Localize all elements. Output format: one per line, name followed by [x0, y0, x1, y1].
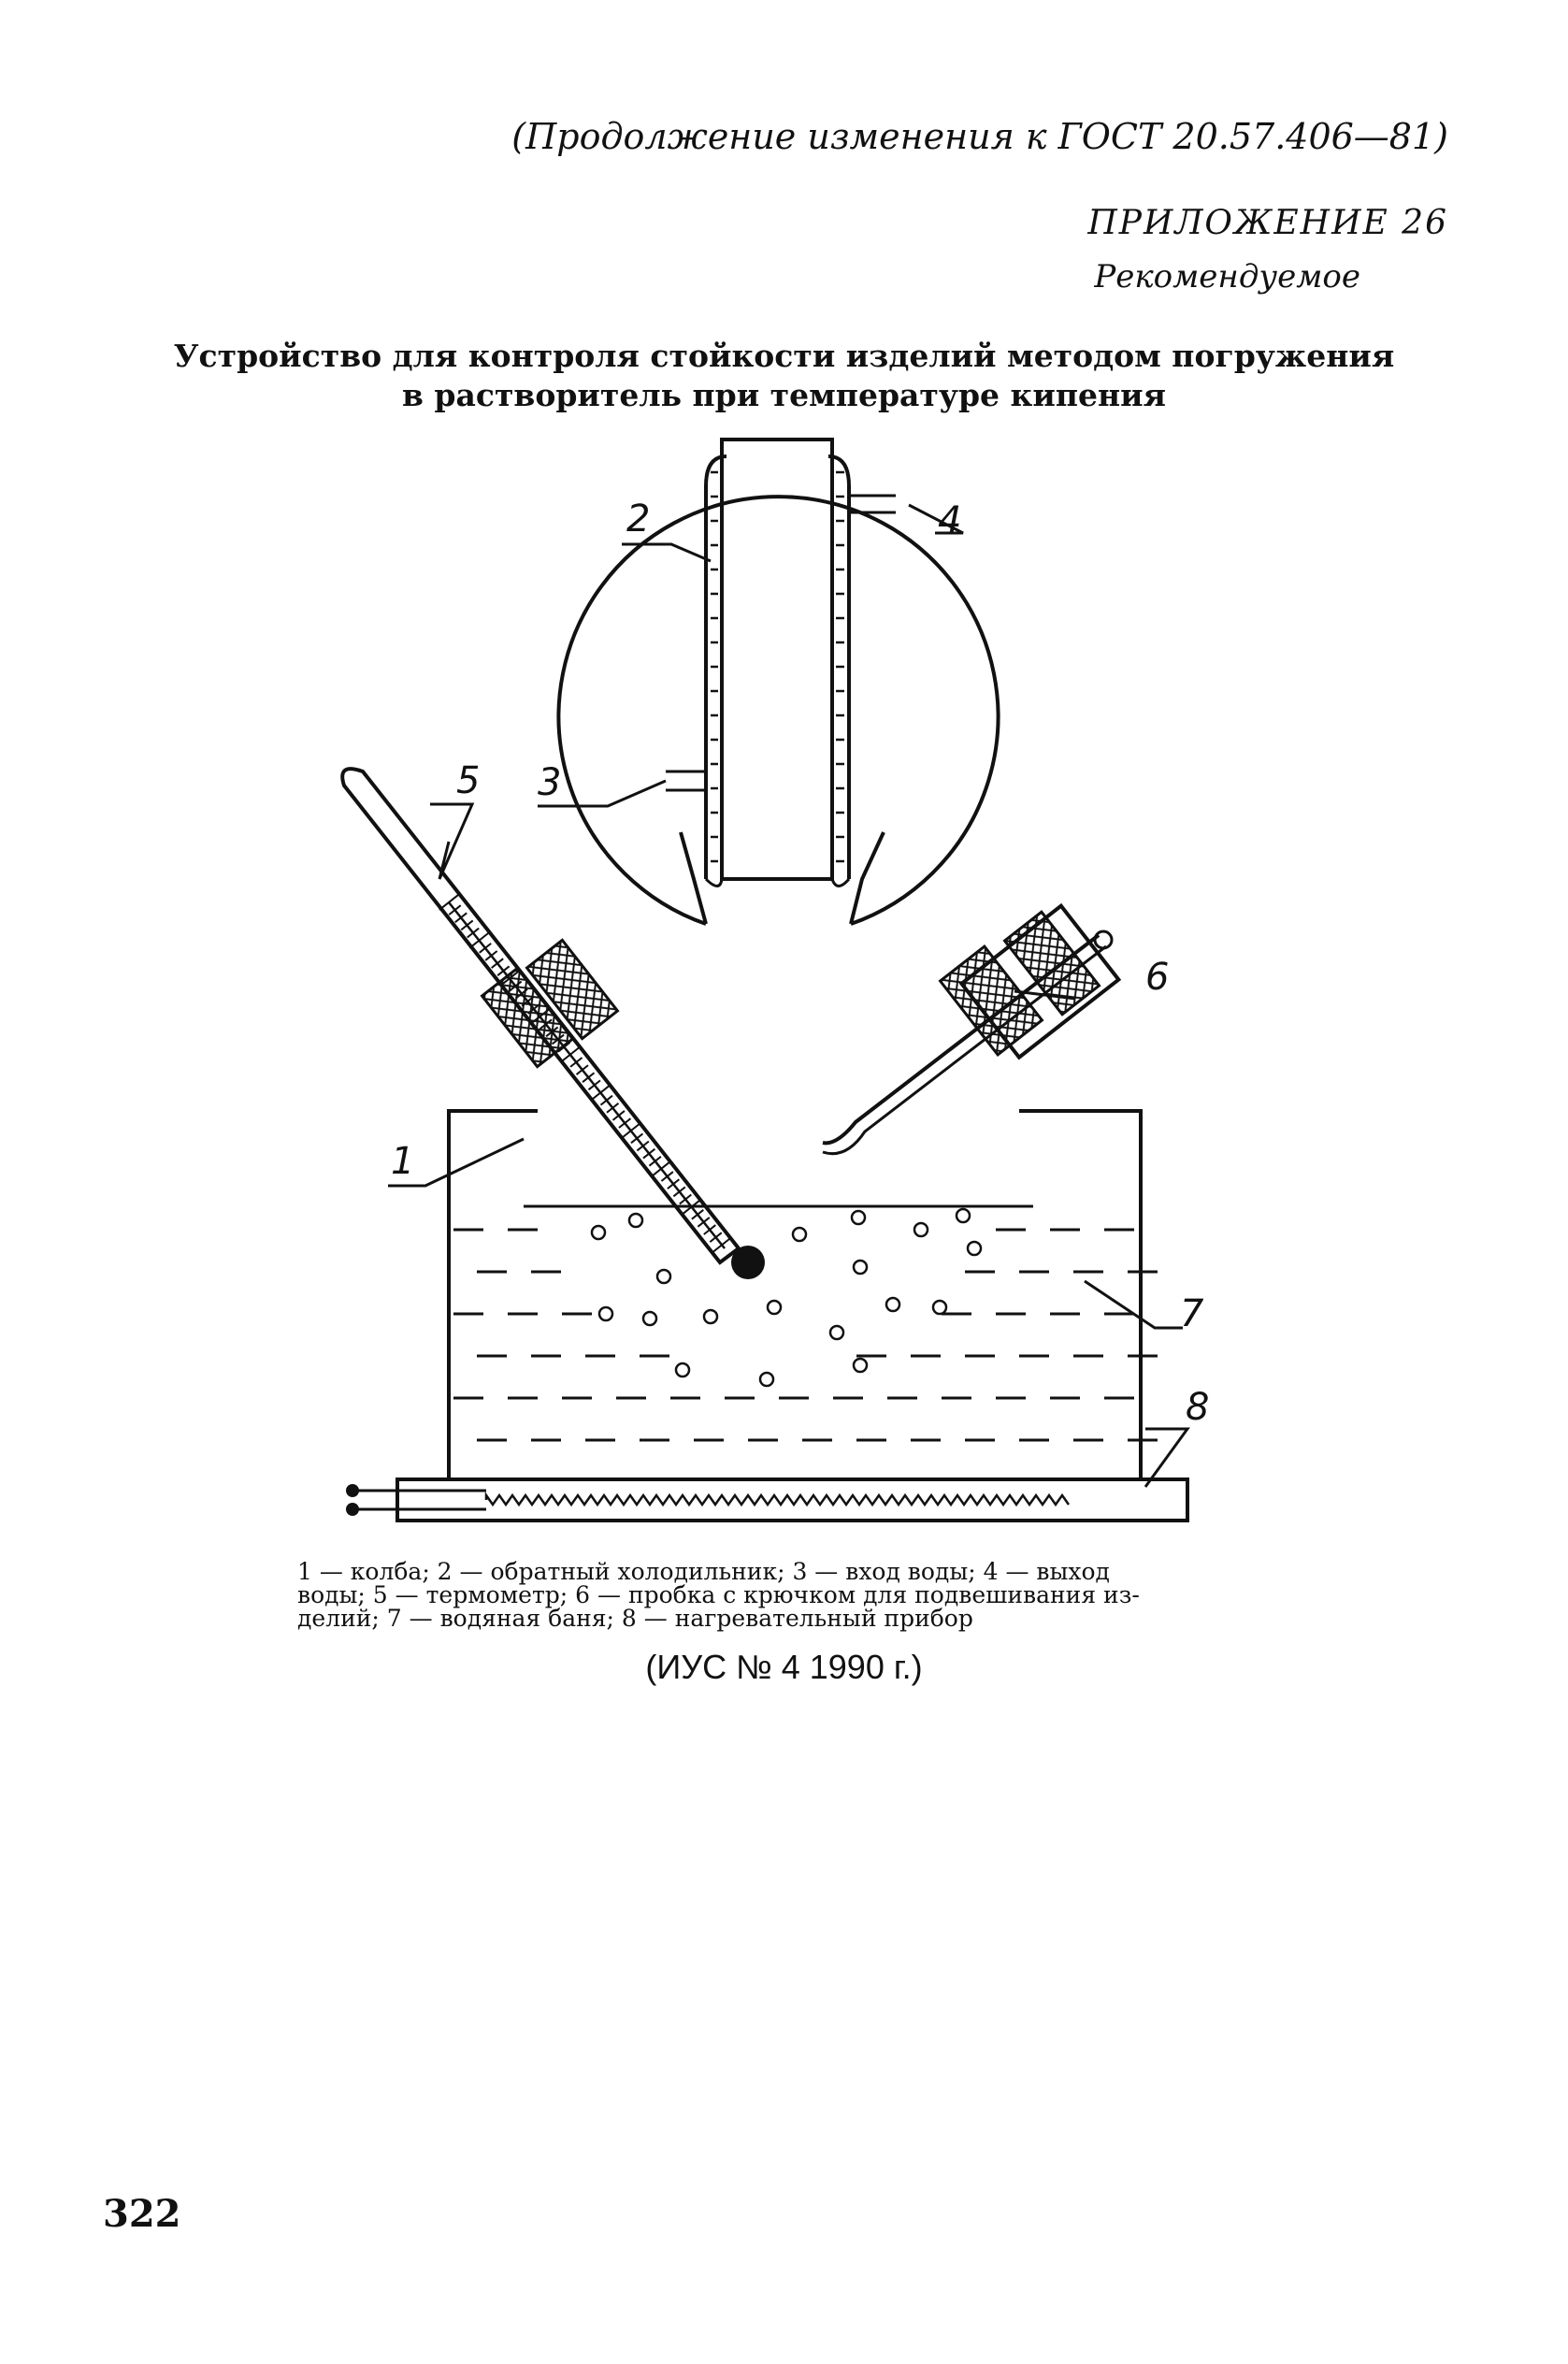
reflux-condenser: [666, 438, 896, 887]
figure-caption: 1 — колба; 2 — обратный холодильник; 3 —…: [297, 1560, 1270, 1630]
callout-label-2: 2: [626, 497, 650, 541]
callout-label-5: 5: [456, 759, 480, 802]
callout-label-3: 3: [538, 761, 561, 804]
callout-label-8: 8: [1186, 1386, 1209, 1429]
caption-line-1: 1 — колба; 2 — обратный холодильник; 3 —…: [297, 1558, 1110, 1585]
figure-title: Устройство для контроля стойкости издели…: [140, 337, 1428, 415]
page-number: 322: [103, 2192, 181, 2236]
water-bath: [447, 1109, 1158, 1481]
callout-label-7: 7: [1180, 1292, 1204, 1335]
callout-label-6: 6: [1145, 956, 1169, 999]
stopper-with-hook: [822, 902, 1122, 1156]
figure-title-line-1: Устройство для контроля стойкости издели…: [173, 338, 1395, 374]
figure-title-line-2: в растворитель при температуре кипения: [401, 377, 1166, 413]
thermometer: [340, 767, 765, 1279]
continuation-header: (Продолжение изменения к ГОСТ 20.57.406—…: [511, 116, 1448, 157]
appendix-status: Рекомендуемое: [1094, 258, 1360, 296]
heating-device: [346, 1478, 1189, 1522]
callout-label-1: 1: [391, 1140, 414, 1183]
caption-line-2: воды; 5 — термометр; 6 — пробка с крючко…: [297, 1581, 1140, 1608]
callout-label-4: 4: [938, 499, 961, 542]
source-reference: (ИУС № 4 1990 г.): [645, 1648, 923, 1686]
leader-lines: [388, 503, 1190, 1488]
appendix-number: ПРИЛОЖЕНИЕ 26: [1087, 204, 1448, 242]
caption-line-3: делий; 7 — водяная баня; 8 — нагреватель…: [297, 1605, 973, 1632]
flask: [524, 495, 1033, 1388]
